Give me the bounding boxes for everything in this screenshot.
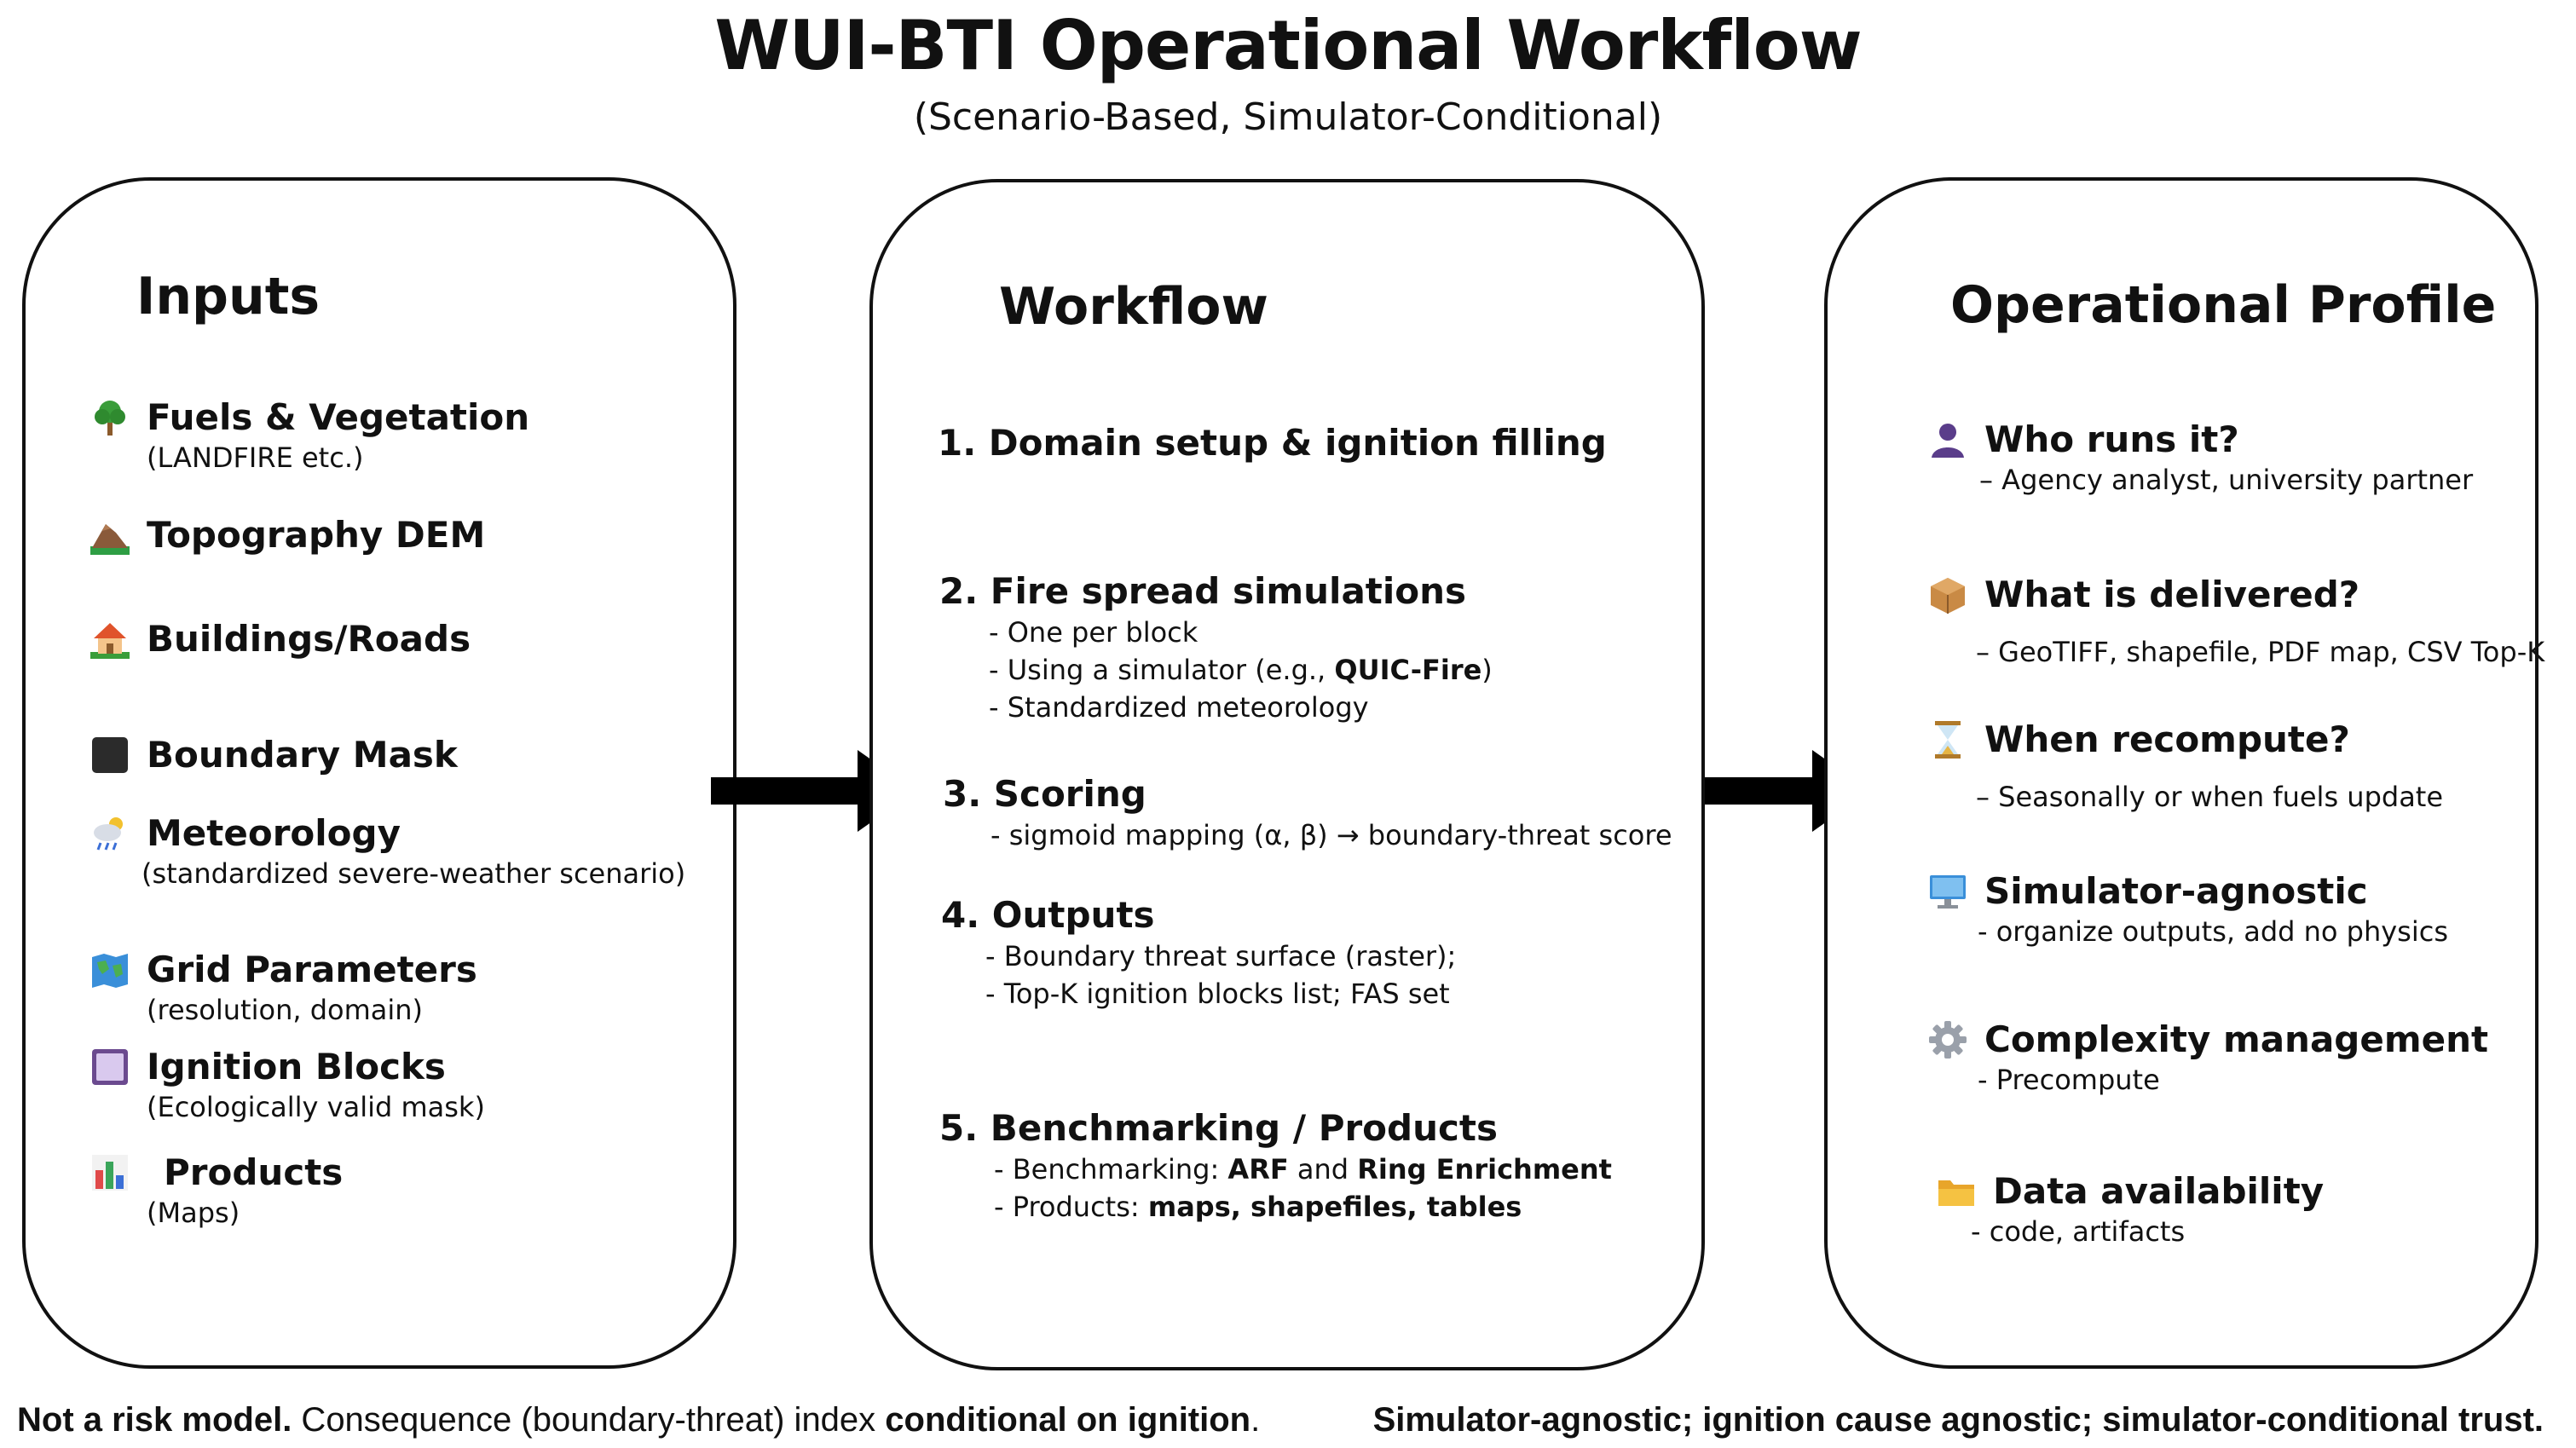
input-label: Boundary Mask [147, 734, 458, 776]
profile-label: When recompute? [1984, 718, 2350, 760]
profile-item-recompute: When recompute? – Seasonally or when fue… [1928, 718, 2443, 815]
profile-sub: – GeoTIFF, shapefile, PDF map, CSV Top-K [1976, 636, 2545, 668]
input-item-fuels: Fuels & Vegetation (LANDFIRE etc.) [90, 395, 529, 476]
profile-sub: – Agency analyst, university partner [1979, 464, 2474, 496]
profile-item-delivered: What is delivered? – GeoTIFF, shapefile,… [1928, 573, 2544, 670]
workflow-step-5: 5. Benchmarking / Products - Benchmarkin… [939, 1106, 1612, 1226]
folder-icon [1938, 1180, 1974, 1206]
profile-label: What is delivered? [1984, 574, 2360, 615]
inputs-panel: Inputs Fuels & Vegetation (LANDFIRE etc.… [22, 177, 736, 1369]
input-sub: (resolution, domain) [147, 994, 424, 1026]
input-label: Products [164, 1151, 344, 1193]
step-heading: 4. Outputs [941, 894, 1155, 936]
mountain-icon [90, 524, 130, 555]
input-sub: (Maps) [147, 1197, 240, 1229]
profile-item-simulator-agnostic: Simulator-agnostic - organize outputs, a… [1928, 869, 2448, 949]
hourglass-icon [1935, 721, 1961, 759]
bar-chart-icon [92, 1155, 128, 1191]
step-line: - Products: maps, shapefiles, tables [994, 1191, 1522, 1223]
profile-sub: - Precompute [1978, 1064, 2160, 1096]
input-item-grid-parameters: Grid Parameters (resolution, domain) [90, 948, 477, 1028]
step-heading: 3. Scoring [943, 773, 1146, 815]
map-icon [92, 954, 128, 988]
step-heading: 2. Fire spread simulations [939, 570, 1467, 612]
workflow-step-2: 2. Fire spread simulations - One per blo… [939, 569, 1493, 726]
inputs-heading: Inputs [136, 267, 321, 326]
input-item-boundary-mask: Boundary Mask [90, 733, 458, 777]
step-heading: 5. Benchmarking / Products [939, 1107, 1498, 1149]
step-line: - sigmoid mapping (α, β) → boundary-thre… [991, 819, 1672, 851]
profile-sub: - code, artifacts [1971, 1215, 2186, 1248]
computer-icon [1930, 875, 1966, 909]
footer-left-note: Not a risk model. Consequence (boundary-… [17, 1401, 1261, 1439]
package-icon [1931, 578, 1965, 614]
workflow-heading: Workflow [999, 277, 1268, 337]
operational-profile-panel: Operational Profile Who runs it? – Agenc… [1824, 177, 2544, 1369]
input-label: Meteorology [147, 812, 401, 854]
profile-item-complexity: Complexity management - Precompute [1928, 1018, 2488, 1098]
tree-icon [95, 401, 125, 436]
input-label: Ignition Blocks [147, 1046, 446, 1087]
step-line: - One per block [989, 616, 1198, 649]
step-line: - Boundary threat surface (raster); [985, 940, 1457, 972]
black-square-icon [92, 737, 128, 773]
input-item-products: Products (Maps) [90, 1151, 343, 1231]
profile-item-data-availability: Data availability - code, artifacts [1937, 1169, 2324, 1249]
input-item-topography: Topography DEM [90, 513, 485, 557]
workflow-step-3: 3. Scoring - sigmoid mapping (α, β) → bo… [943, 772, 1672, 854]
input-label: Buildings/Roads [147, 618, 471, 660]
house-icon [90, 623, 130, 659]
input-sub: (Ecologically valid mask) [147, 1091, 485, 1123]
simulator-name: QUIC-Fire [1334, 654, 1482, 686]
step-line: - Using a simulator (e.g., QUIC-Fire) [989, 654, 1493, 686]
step-line: - Benchmarking: ARF and Ring Enrichment [994, 1153, 1612, 1186]
input-label: Topography DEM [147, 514, 486, 556]
step-line: - Top-K ignition blocks list; FAS set [985, 978, 1450, 1010]
profile-label: Who runs it? [1984, 418, 2239, 460]
workflow-step-1: 1. Domain setup & ignition filling [938, 421, 1607, 465]
step-heading: 1. Domain setup & ignition filling [938, 422, 1607, 464]
cloud-rain-icon [94, 817, 123, 851]
diagram-title: WUI-BTI Operational Workflow [714, 6, 1862, 85]
workflow-step-4: 4. Outputs - Boundary threat surface (ra… [941, 893, 1456, 1012]
workflow-panel: Workflow 1. Domain setup & ignition fill… [869, 179, 1705, 1370]
input-label: Grid Parameters [147, 949, 477, 990]
footer-right-note: Simulator-agnostic; ignition cause agnos… [1372, 1401, 2544, 1439]
operational-profile-heading: Operational Profile [1950, 275, 2497, 335]
input-item-ignition-blocks: Ignition Blocks (Ecologically valid mask… [90, 1045, 485, 1125]
profile-sub: – Seasonally or when fuels update [1976, 781, 2444, 813]
person-icon [1932, 424, 1964, 458]
purple-square-icon [92, 1049, 128, 1085]
input-sub: (standardized severe-weather scenario) [142, 857, 686, 890]
input-item-meteorology: Meteorology (standardized severe-weather… [90, 811, 685, 891]
profile-label: Simulator-agnostic [1984, 870, 2368, 912]
input-item-buildings: Buildings/Roads [90, 617, 471, 661]
profile-item-who: Who runs it? – Agency analyst, universit… [1928, 418, 2473, 498]
gear-icon [1929, 1021, 1967, 1059]
input-label: Fuels & Vegetation [147, 396, 530, 438]
profile-label: Data availability [1993, 1170, 2325, 1212]
profile-label: Complexity management [1984, 1018, 2489, 1060]
profile-sub: - organize outputs, add no physics [1978, 915, 2448, 948]
diagram-subtitle: (Scenario-Based, Simulator-Conditional) [913, 95, 1663, 139]
input-sub: (LANDFIRE etc.) [147, 441, 364, 474]
step-line: - Standardized meteorology [989, 691, 1369, 724]
